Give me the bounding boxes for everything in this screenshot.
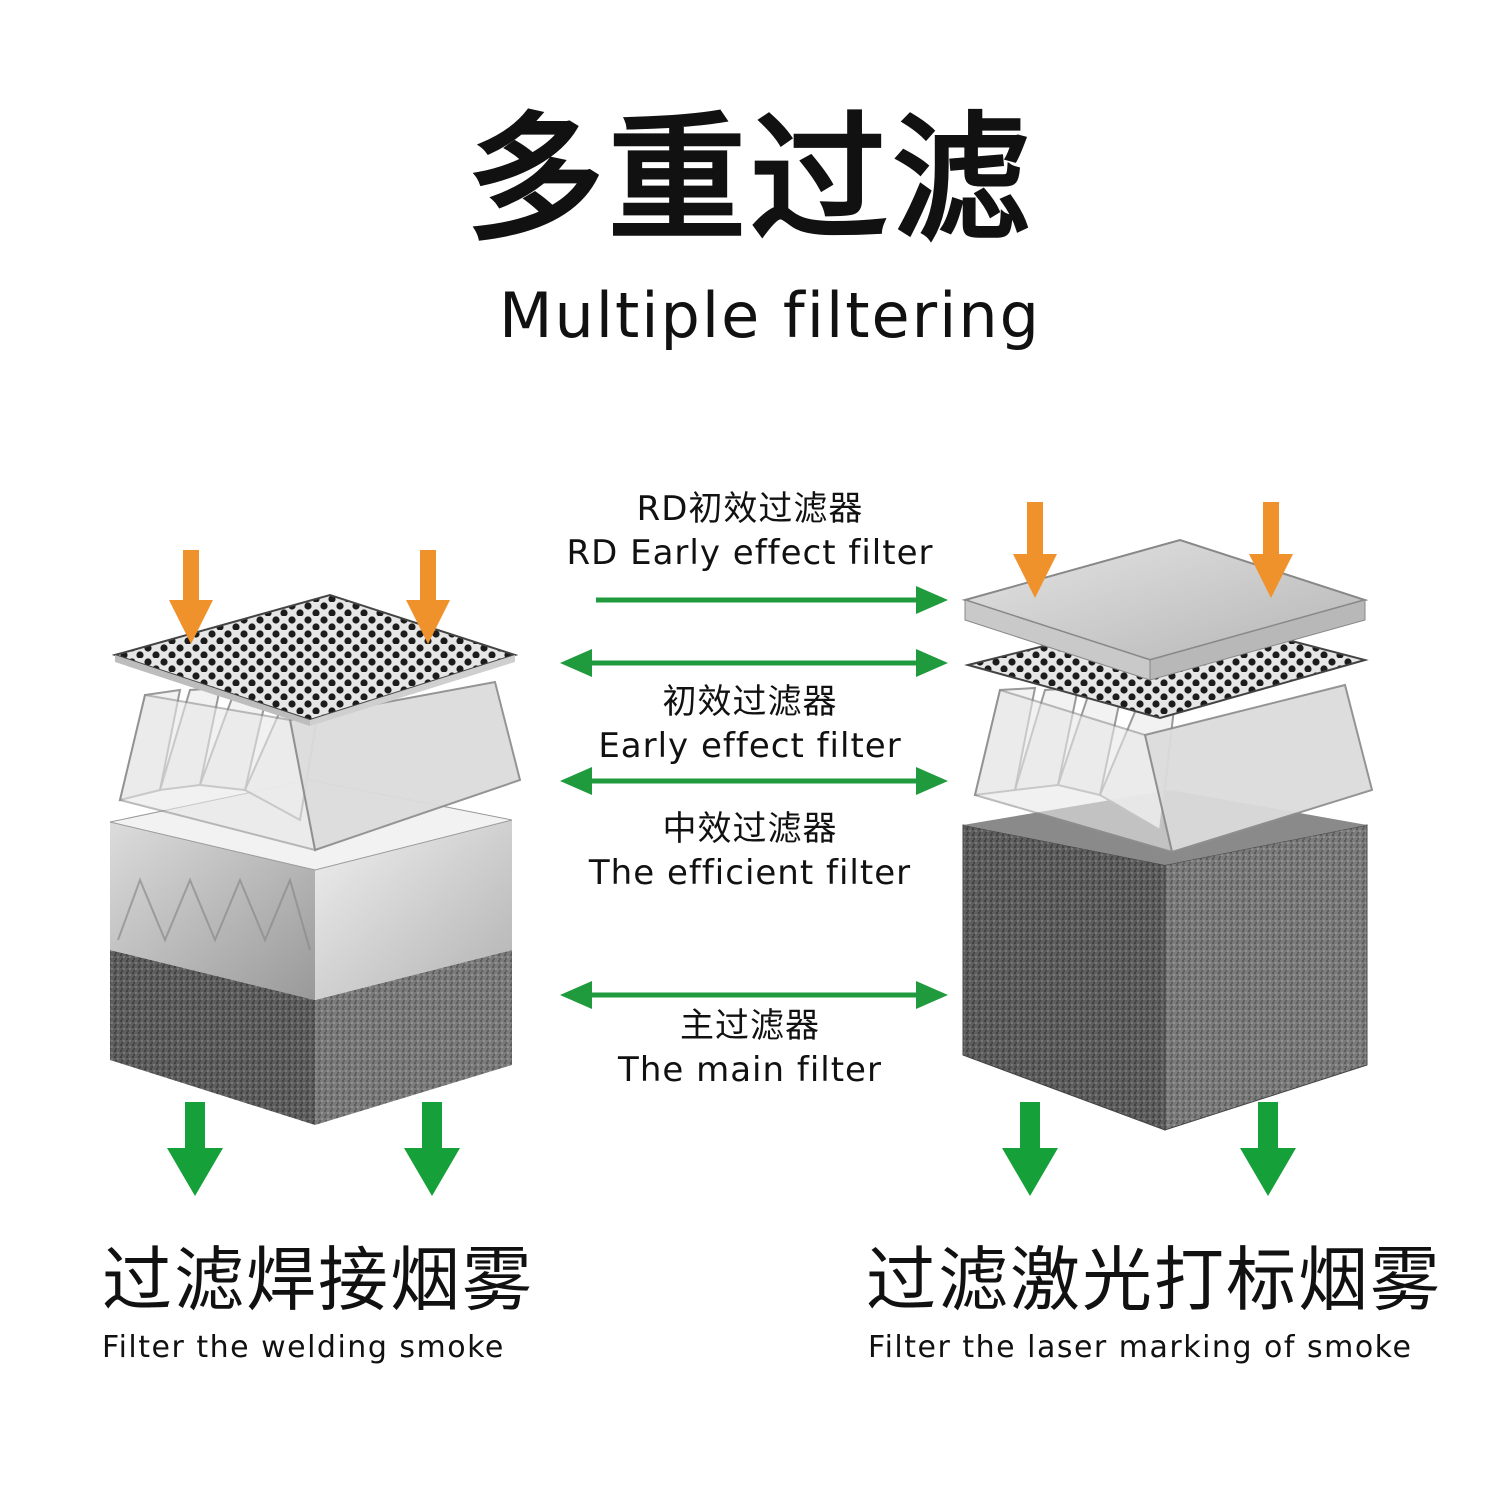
layer-label-main-en: The main filter (618, 1050, 882, 1090)
connector-arrow-main (560, 981, 948, 1009)
left-filter-stack (109, 593, 522, 1125)
outflow-arrow-right-1 (1002, 1102, 1058, 1196)
left-caption-en: Filter the welding smoke (102, 1330, 505, 1365)
layer-label-early: 初效过滤器 Early effect filter (520, 680, 980, 768)
inflow-arrows (169, 502, 1293, 644)
connector-arrow-pleated (560, 767, 948, 795)
layer-label-efficient-en: The efficient filter (588, 853, 912, 893)
inflow-arrow-left-1 (169, 550, 213, 644)
inflow-arrow-right-1 (1013, 502, 1057, 598)
layer-label-rd-en: RD Early effect filter (566, 533, 934, 573)
layer-label-early-zh: 初效过滤器 (662, 682, 838, 722)
left-caption-zh: 过滤焊接烟雾 (102, 1239, 534, 1321)
right-pleated-filter (973, 683, 1374, 854)
main-title-chinese: 多重过滤 (465, 99, 1034, 260)
layer-label-main: 主过滤器 The main filter (520, 1004, 980, 1092)
connector-arrow-rd-plate (596, 586, 948, 614)
layer-label-main-zh: 主过滤器 (680, 1006, 820, 1046)
connector-arrow-honeycomb (560, 649, 948, 677)
layer-label-efficient: 中效过滤器 The efficient filter (520, 807, 980, 895)
layer-label-early-en: Early effect filter (598, 726, 902, 766)
outflow-arrow-left-1 (167, 1102, 223, 1196)
outflow-arrow-left-2 (404, 1102, 460, 1196)
connector-arrows (560, 586, 948, 1009)
layer-label-efficient-zh: 中效过滤器 (662, 809, 838, 849)
main-title-english: Multiple filtering (498, 279, 1042, 352)
right-filter-stack (961, 538, 1374, 1131)
inflow-arrow-right-2 (1249, 502, 1293, 598)
outflow-arrows (167, 1102, 1296, 1196)
layer-label-rd-zh: RD初效过滤器 (636, 489, 864, 529)
outflow-arrow-right-2 (1240, 1102, 1296, 1196)
inflow-arrow-left-2 (406, 550, 450, 644)
layer-label-rd: RD初效过滤器 RD Early effect filter (520, 487, 980, 575)
right-caption-zh: 过滤激光打标烟雾 (866, 1239, 1442, 1321)
right-caption-en: Filter the laser marking of smoke (868, 1330, 1413, 1365)
